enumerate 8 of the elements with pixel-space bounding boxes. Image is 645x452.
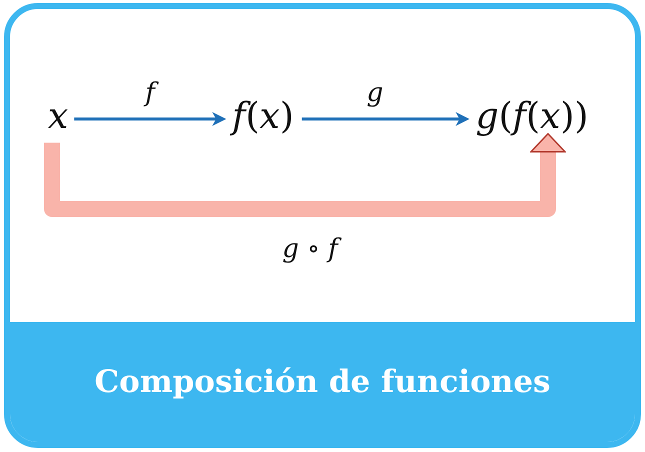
arrow [302, 112, 470, 126]
math-expression: g(f(x)) [476, 97, 588, 137]
math-expression: f(x) [232, 97, 294, 137]
title: Composición de funciones [93, 364, 552, 400]
edge-label: f [142, 78, 158, 108]
arrow [74, 112, 226, 126]
arrow [44, 133, 566, 217]
math-expression: x [48, 97, 68, 137]
